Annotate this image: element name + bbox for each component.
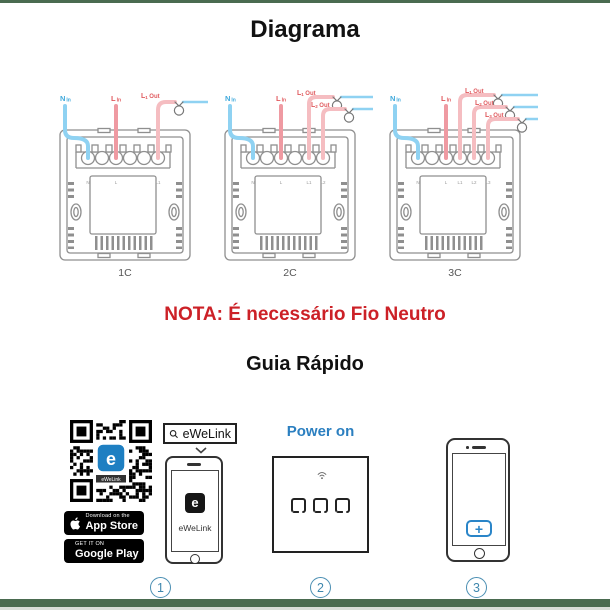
phone-screen: e eWeLink — [171, 470, 219, 552]
svg-text:L2: L2 — [471, 180, 477, 185]
neutral-wire — [228, 104, 255, 160]
phone-step1: e eWeLink — [165, 456, 223, 564]
terminal-circles — [245, 150, 331, 166]
out-wire-1 — [156, 100, 177, 160]
l-in-label: LIn — [276, 94, 286, 104]
svg-text:N: N — [251, 180, 254, 185]
l-in-label: LIn — [441, 94, 451, 104]
qr-logo: e eWeLink — [96, 443, 126, 483]
n-in-label: NIn — [225, 94, 236, 104]
phone-step3: + — [446, 438, 510, 562]
page-title: Diagrama — [250, 16, 360, 43]
out-wire-1 — [307, 95, 335, 160]
search-icon — [169, 429, 178, 438]
svg-text:eWeLink: eWeLink — [101, 477, 121, 483]
chevron-down-icon — [195, 447, 207, 454]
wires — [228, 95, 373, 160]
svg-text:L: L — [115, 180, 118, 185]
bulb-icon — [516, 122, 528, 133]
touch-button-1[interactable] — [291, 498, 306, 513]
svg-text:L3: L3 — [485, 180, 491, 185]
out-wire-1 — [458, 93, 496, 160]
power-on-label: Power on — [286, 423, 355, 440]
bulb-icon — [173, 105, 185, 116]
step-2-badge: 2 — [310, 577, 331, 598]
n-in-label: NIn — [390, 94, 401, 104]
touch-button-2[interactable] — [313, 498, 328, 513]
google-play-badge-top-text: GET IT ON — [75, 541, 105, 548]
bottom-green-strip — [0, 599, 610, 607]
wires — [393, 93, 538, 160]
out-wire-3 — [486, 117, 520, 160]
step-1-badge: 1 — [150, 577, 171, 598]
neutral-wire — [393, 104, 420, 160]
bottom-light-strip — [0, 607, 610, 610]
phone-camera-dot — [466, 446, 469, 449]
svg-text:L2: L2 — [320, 180, 326, 185]
neutral-wire-note: NOTA: É necessário Fio Neutro — [164, 304, 446, 325]
bulb-icon — [343, 112, 355, 123]
home-button[interactable] — [474, 548, 485, 559]
quick-guide-title: Guia Rápido — [246, 353, 364, 375]
svg-text:L1: L1 — [306, 180, 312, 185]
app-store-badge-bottom-text: App Store — [85, 519, 138, 532]
terminal-circles — [410, 150, 496, 166]
google-play-badge[interactable]: GET IT ON Google Play — [64, 539, 144, 563]
l-in-label: LIn — [111, 94, 121, 104]
phone-speaker — [187, 463, 201, 466]
add-device-button[interactable]: + — [466, 520, 492, 537]
switch-body — [224, 127, 356, 261]
terminal-labels: N L L1 — [86, 180, 161, 185]
panel-caption: 2C — [283, 267, 297, 279]
switch-body — [389, 127, 521, 261]
neutral-wire — [63, 104, 90, 160]
search-input-text: eWeLink — [182, 426, 231, 441]
top-green-strip — [0, 0, 610, 3]
touch-button-3[interactable] — [335, 498, 350, 513]
app-store-badge-top-text: Download on the — [85, 513, 130, 520]
panel-caption: 3C — [448, 267, 462, 279]
svg-text:N: N — [86, 180, 89, 185]
touch-switch-panel — [272, 456, 369, 553]
ewelink-app-icon[interactable]: e — [185, 493, 205, 513]
svg-text:N: N — [416, 180, 419, 185]
app-store-badge[interactable]: Download on the App Store — [64, 511, 144, 535]
svg-text:L: L — [280, 180, 283, 185]
search-bar[interactable]: eWeLink — [163, 423, 237, 444]
terminal-circles — [80, 150, 166, 166]
qr-code: e eWeLink — [70, 420, 152, 502]
wifi-icon — [317, 472, 327, 480]
phone-screen: + — [452, 453, 506, 546]
terminal-labels: N L L1 L2 — [251, 180, 326, 185]
n-in-label: NIn — [60, 94, 71, 104]
switch-body — [59, 127, 191, 261]
svg-text:e: e — [106, 449, 116, 469]
panel-caption: 1C — [118, 267, 132, 279]
svg-text:L1: L1 — [155, 180, 161, 185]
out-wire-2 — [472, 105, 508, 160]
step-3-badge: 3 — [466, 577, 487, 598]
wires — [63, 100, 208, 160]
google-play-badge-bottom-text: Google Play — [75, 547, 139, 560]
terminal-labels: N L L1 L2 L3 — [416, 180, 491, 185]
svg-text:L: L — [445, 180, 448, 185]
phone-speaker — [472, 446, 486, 449]
out-wire-2 — [321, 107, 347, 160]
home-button[interactable] — [190, 554, 200, 564]
ewelink-app-label: eWeLink — [178, 523, 212, 533]
svg-text:L1: L1 — [457, 180, 463, 185]
apple-icon — [70, 516, 81, 529]
